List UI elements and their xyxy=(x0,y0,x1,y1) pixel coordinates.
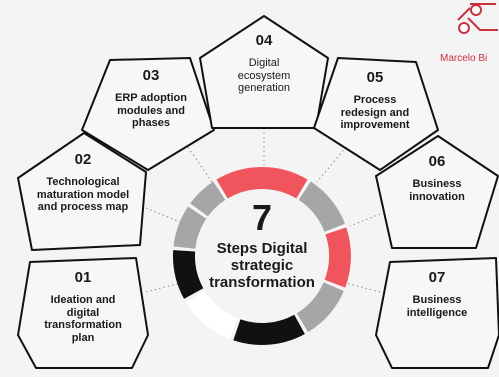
step-01-label: Ideation and digital transformation plan xyxy=(44,294,122,344)
step-03-shape xyxy=(81,57,215,171)
step-04-number: 04 xyxy=(255,32,273,49)
ring-segment xyxy=(233,314,305,345)
step-01-card: 01 Ideation and digital transformation p… xyxy=(18,270,148,344)
step-05-card: 05 Process redesign and improvement xyxy=(310,70,440,132)
step-04-card: 04 Digital ecosystem generation xyxy=(199,33,329,95)
step-06-label: Business innovation xyxy=(409,178,465,203)
ring-segment xyxy=(185,290,239,339)
step-05-label: Process redesign and improvement xyxy=(340,94,410,131)
step-05-shape xyxy=(313,57,439,171)
step-03-number: 03 xyxy=(142,67,160,84)
ring-segment xyxy=(296,281,344,333)
step-07-label: Business intelligence xyxy=(406,294,468,319)
ring-segment xyxy=(173,206,207,250)
step-05-number: 05 xyxy=(366,69,384,86)
step-02-card: 02 Technological maturation model and pr… xyxy=(18,152,148,214)
step-07-card: 07 Business intelligence xyxy=(372,270,499,319)
step-04-shape xyxy=(199,15,329,129)
step-01-number: 01 xyxy=(74,269,92,286)
step-02-number: 02 xyxy=(74,151,92,168)
ring-segment xyxy=(216,167,308,199)
center-label: Steps Digital strategic transformation xyxy=(209,240,315,291)
step-07-shape xyxy=(375,257,499,369)
brand-logo-icon xyxy=(457,3,498,34)
step-06-shape xyxy=(375,135,499,249)
ring-segment xyxy=(190,181,226,217)
ring-center xyxy=(196,190,328,322)
ring-segment xyxy=(298,181,345,233)
step-06-card: 06 Business innovation xyxy=(372,154,499,203)
progress-ring xyxy=(173,167,351,345)
step-03-label: ERP adoption modules and phases xyxy=(115,92,187,129)
ring-segment xyxy=(173,250,204,299)
step-04-label: Digital ecosystem generation xyxy=(237,57,291,94)
step-07-number: 07 xyxy=(428,269,446,286)
ring-segment xyxy=(324,227,351,288)
step-02-label: Technological maturation model and proce… xyxy=(36,176,130,213)
step-06-number: 06 xyxy=(428,153,446,170)
step-03-card: 03 ERP adoption modules and phases xyxy=(86,68,216,130)
center-number: 7 xyxy=(251,197,273,238)
brand-name: Marcelo Bi xyxy=(440,53,488,64)
step-02-shape xyxy=(17,132,147,251)
step-01-shape xyxy=(17,257,149,369)
